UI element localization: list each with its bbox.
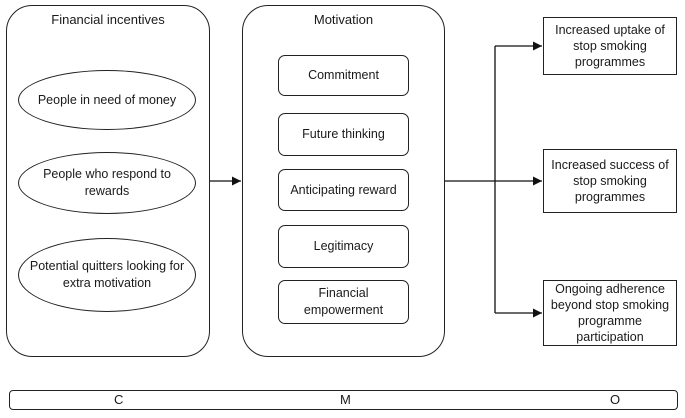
mechanism-panel-title: Motivation	[313, 12, 374, 27]
mechanism-node-financial-empowerment: Financial empowerment	[278, 280, 409, 324]
context-node-respond-rewards: People who respond to rewards	[18, 152, 196, 214]
legend-label-outcome: O	[610, 392, 621, 407]
cmo-legend-bar: C M O	[9, 390, 678, 410]
mechanism-node-anticipating-reward: Anticipating reward	[278, 169, 409, 211]
outcome-node-adherence: Ongoing adherence beyond stop smoking pr…	[543, 280, 677, 346]
outcome-node-uptake: Increased uptake of stop smoking program…	[543, 17, 677, 75]
context-node-need-money: People in need of money	[18, 70, 196, 130]
mechanism-node-future-thinking: Future thinking	[278, 113, 409, 156]
context-node-potential-quitters: Potential quitters looking for extra mot…	[18, 238, 196, 312]
context-panel-title: Financial incentives	[51, 12, 165, 27]
legend-label-mechanism: M	[340, 392, 351, 407]
mechanism-node-legitimacy: Legitimacy	[278, 225, 409, 268]
legend-label-context: C	[114, 392, 124, 407]
outcome-node-success: Increased success of stop smoking progra…	[543, 149, 677, 213]
mechanism-node-commitment: Commitment	[278, 55, 409, 96]
